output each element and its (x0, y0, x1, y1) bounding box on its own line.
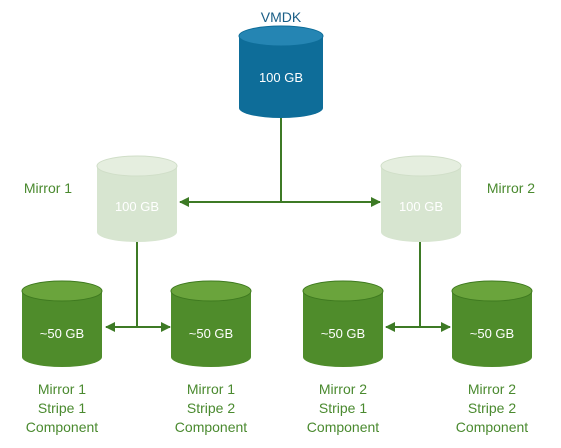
component-label-line: Mirror 2 (319, 381, 367, 397)
mirror-1-disk: Mirror 1 100 GB (24, 155, 178, 242)
component-label-line: Component (456, 419, 528, 435)
mirror-2-disk: Mirror 2 100 GB (380, 155, 535, 242)
vmdk-cylinder-body (239, 36, 323, 118)
component-cylinder-body (303, 291, 383, 367)
component-label-line: Stripe 2 (468, 400, 516, 416)
component-cylinder-body (171, 291, 251, 367)
mirror-1-cylinder-body (97, 166, 177, 242)
component-capacity: ~50 GB (470, 326, 514, 341)
mirror-2-capacity: 100 GB (399, 199, 443, 214)
component-label-line: Component (26, 419, 98, 435)
mirror-1-cylinder-top (96, 155, 178, 177)
component-label-line: Stripe 1 (38, 400, 86, 416)
component-label-line: Stripe 1 (319, 400, 367, 416)
vmdk-capacity: 100 GB (259, 70, 303, 85)
component-cylinder-top (451, 280, 533, 302)
component-label-line: Stripe 2 (187, 400, 235, 416)
component-label-line: Mirror 1 (187, 381, 235, 397)
mirror-2-label: Mirror 2 (487, 180, 535, 196)
component-disk: ~50 GB Mirror 2 Stripe 1 Component (302, 280, 384, 435)
component-label-line: Mirror 1 (38, 381, 86, 397)
component-capacity: ~50 GB (321, 326, 365, 341)
component-disk: ~50 GB Mirror 1 Stripe 1 Component (21, 280, 103, 435)
component-label-line: Mirror 2 (468, 381, 516, 397)
component-cylinder-top (21, 280, 103, 302)
component-cylinder-body (22, 291, 102, 367)
vmdk-disk: VMDK 100 GB (238, 9, 324, 118)
component-capacity: ~50 GB (189, 326, 233, 341)
mirror-1-label: Mirror 1 (24, 180, 72, 196)
vmdk-cylinder-top (238, 25, 324, 47)
component-label-line: Component (307, 419, 379, 435)
component-cylinder-body (452, 291, 532, 367)
component-cylinder-top (302, 280, 384, 302)
component-label-line: Component (175, 419, 247, 435)
mirror-1-capacity: 100 GB (115, 199, 159, 214)
component-capacity: ~50 GB (40, 326, 84, 341)
vmdk-title: VMDK (261, 9, 302, 25)
component-cylinder-top (170, 280, 252, 302)
component-disk: ~50 GB Mirror 2 Stripe 2 Component (451, 280, 533, 435)
component-disk: ~50 GB Mirror 1 Stripe 2 Component (170, 280, 252, 435)
connectors (105, 118, 451, 332)
mirror-2-cylinder-top (380, 155, 462, 177)
mirror-2-cylinder-body (381, 166, 461, 242)
